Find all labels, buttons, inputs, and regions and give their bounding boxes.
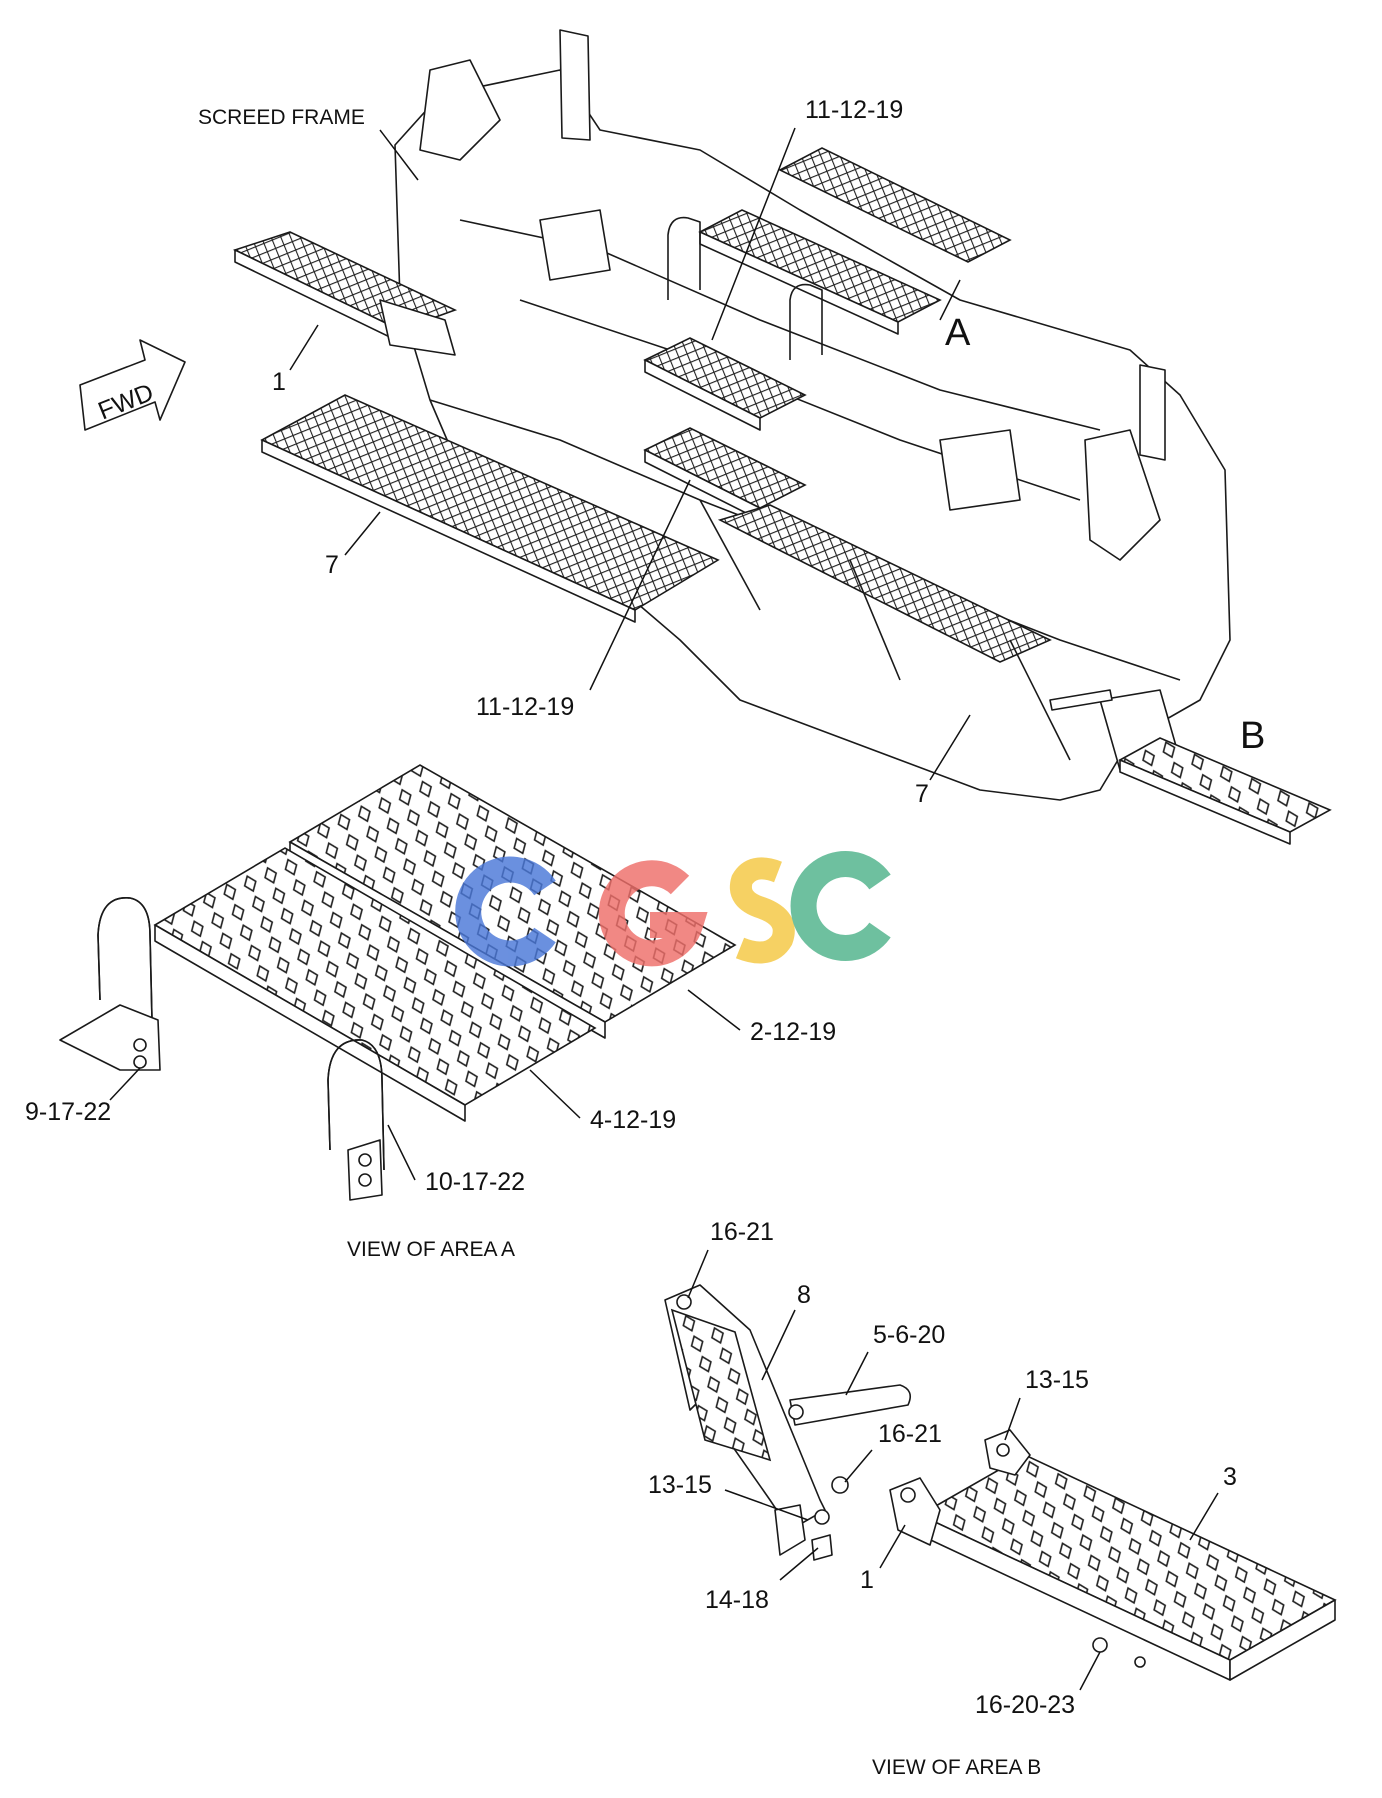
callout-b-16-21-mid: 16-21 [878, 1420, 942, 1448]
watermark-letter-g [598, 860, 708, 967]
screed-frame-label: SCREED FRAME [198, 106, 365, 129]
callout-b-16-21-top: 16-21 [710, 1218, 774, 1246]
callout-a-9-17-22: 9-17-22 [25, 1098, 111, 1126]
callout-7-left: 7 [325, 551, 339, 579]
view-title-area-b: VIEW OF AREA B [872, 1756, 1041, 1779]
callout-b-3: 3 [1223, 1463, 1237, 1491]
watermark-letter-s [730, 857, 795, 964]
watermark-letter-c2 [790, 851, 891, 961]
walkway-7-right [717, 504, 1052, 663]
callout-b-13-15-right: 13-15 [1025, 1366, 1089, 1394]
callout-top-11-12-19: 11-12-19 [805, 96, 903, 124]
callout-bottom-11-12-19: 11-12-19 [476, 693, 574, 721]
area-b-hinge-bracket-1 [889, 1477, 941, 1546]
upright-bracket-right [1139, 364, 1166, 461]
fwd-arrow-icon: FWD [79, 339, 186, 431]
view-area-a: 2-12-19 9-17-22 4-12-19 10-17-22 VIEW OF… [25, 764, 836, 1261]
callout-a-10-17-22: 10-17-22 [425, 1168, 525, 1196]
callout-1: 1 [272, 368, 286, 396]
callout-b-5-6-20: 5-6-20 [873, 1321, 945, 1349]
upright-bracket-left [559, 29, 591, 141]
area-a-bracket-left [59, 1004, 161, 1071]
area-b-arm-5-6-20 [789, 1384, 911, 1426]
view-title-area-a: VIEW OF AREA A [347, 1238, 515, 1261]
area-b-marker: B [1240, 715, 1265, 757]
main-assembly: FWD SCREED FRAME A B 11-12-19 1 7 11-12-… [79, 29, 1332, 845]
top-hook-left [419, 59, 501, 161]
area-a-marker: A [945, 312, 971, 354]
area-a-handrail-left [97, 897, 153, 1021]
handrail-top-left [667, 216, 701, 300]
callout-7-right: 7 [915, 780, 929, 808]
top-step-pair-rear [778, 147, 1012, 263]
callout-b-14-18: 14-18 [705, 1586, 769, 1614]
callout-b-8: 8 [797, 1281, 811, 1309]
view-area-b: 16-21 8 5-6-20 13-15 16-21 3 13-15 1 14-… [648, 1218, 1337, 1779]
callout-b-1: 1 [860, 1566, 874, 1594]
top-hook-right [1084, 429, 1161, 561]
handrail-top-right [789, 283, 823, 360]
callout-a-4-12-19: 4-12-19 [590, 1106, 676, 1134]
callout-b-16-20-23: 16-20-23 [975, 1691, 1075, 1719]
watermark-letter-c1 [455, 856, 556, 967]
callout-a-2-12-19: 2-12-19 [750, 1018, 836, 1046]
cgsc-watermark-logo [455, 851, 891, 967]
callout-b-13-15-left: 13-15 [648, 1471, 712, 1499]
area-a-bracket-right [347, 1139, 383, 1201]
